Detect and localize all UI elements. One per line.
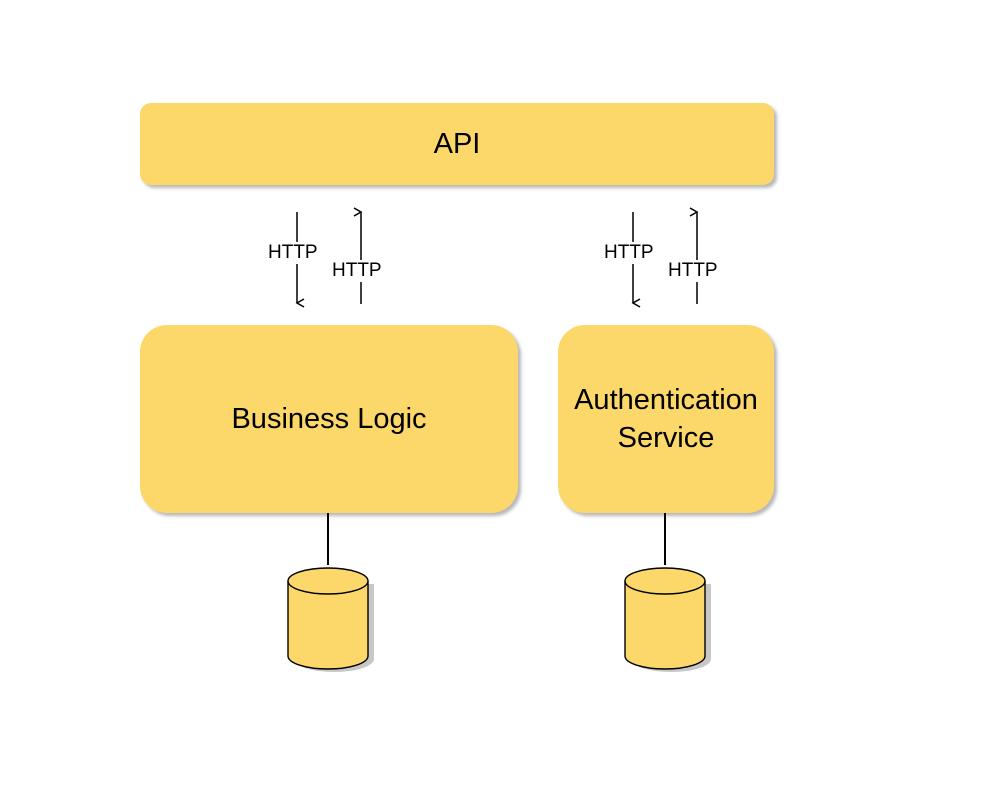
http-label-auth-service-to-api: HTTP (667, 260, 719, 282)
business-logic-node: Business Logic (140, 325, 518, 513)
api-node-label: API (433, 127, 481, 160)
http-label-api-to-auth-service: HTTP (603, 242, 655, 264)
auth-service-database-icon (624, 567, 711, 672)
http-label-business-logic-to-api: HTTP (331, 260, 383, 282)
business-logic-node-label: Business Logic (231, 402, 427, 435)
business-logic-database-icon (287, 567, 374, 672)
http-label-api-to-business-logic: HTTP (267, 242, 319, 264)
auth-service-node-label: Authentication Service (574, 384, 758, 454)
api-node: API (140, 103, 774, 185)
auth-service-node: Authentication Service (558, 325, 774, 513)
